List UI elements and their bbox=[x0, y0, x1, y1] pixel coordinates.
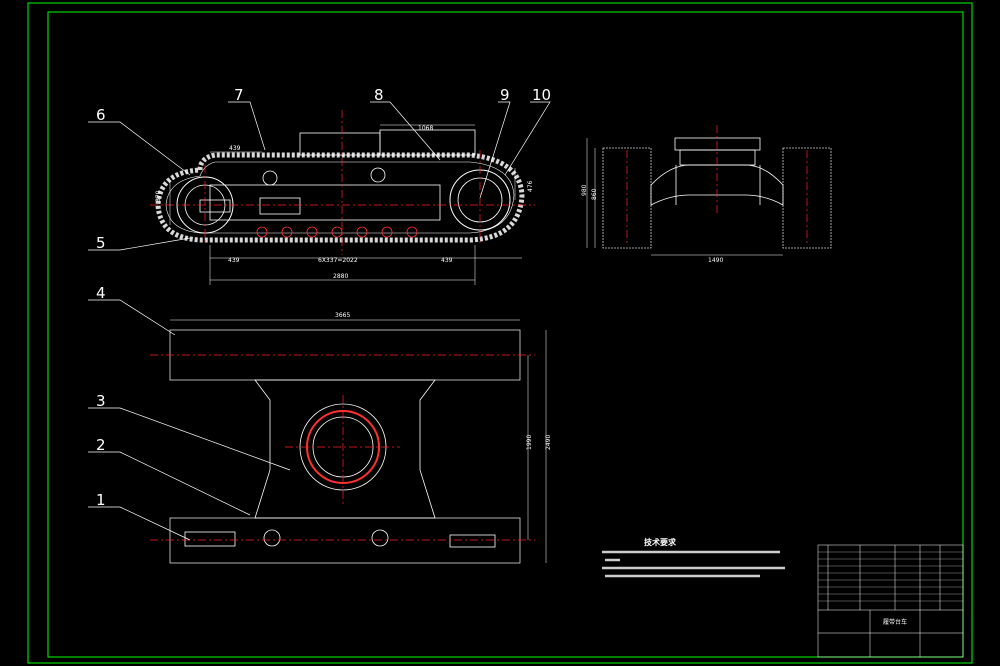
callout-3: 3 bbox=[96, 392, 106, 410]
callout-5: 5 bbox=[96, 234, 106, 252]
dim-right-height: 476 bbox=[527, 180, 534, 192]
top-view bbox=[150, 319, 547, 564]
title-block bbox=[817, 544, 964, 658]
end-view bbox=[586, 125, 832, 256]
dim-end-width: 1490 bbox=[708, 257, 723, 264]
notes-title: 技术要求 bbox=[644, 537, 677, 547]
callout-8: 8 bbox=[374, 86, 384, 104]
callout-10: 10 bbox=[532, 86, 551, 104]
dim-end-height-inner: 860 bbox=[591, 188, 598, 200]
dim-end-height-outer: 980 bbox=[581, 184, 588, 196]
dim-bottom-right: 439 bbox=[441, 257, 453, 264]
callout-7: 7 bbox=[234, 86, 244, 104]
outer-frame bbox=[27, 2, 973, 664]
callout-leaders bbox=[88, 101, 551, 541]
callout-2: 2 bbox=[96, 436, 106, 454]
side-view bbox=[150, 110, 535, 285]
callout-1: 1 bbox=[96, 491, 106, 509]
callout-4: 4 bbox=[96, 284, 106, 302]
dim-top-length: 3665 bbox=[335, 312, 350, 319]
dim-top-left: 439 bbox=[229, 145, 241, 152]
inner-frame bbox=[47, 11, 964, 658]
callout-6: 6 bbox=[96, 106, 106, 124]
dim-bottom-left: 439 bbox=[228, 257, 240, 264]
dim-left-height: 370 bbox=[155, 190, 162, 202]
notes-lines bbox=[602, 550, 785, 578]
dim-inner-width: 1990 bbox=[526, 435, 533, 450]
dim-outer-width: 2490 bbox=[545, 435, 552, 450]
title-block-assembly-name: 履带台车 bbox=[883, 618, 907, 626]
dim-overall: 2880 bbox=[333, 273, 348, 280]
dim-top-mid: 1068 bbox=[418, 125, 433, 132]
callout-9: 9 bbox=[500, 86, 510, 104]
dim-bottom-mid: 6X337=2022 bbox=[318, 257, 358, 264]
